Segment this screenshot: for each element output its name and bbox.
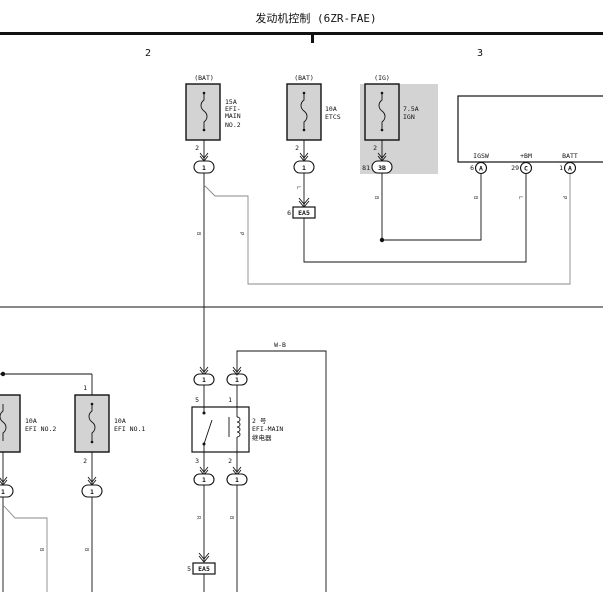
ecm-conn-bm-label: C [524,165,528,173]
fuse-efi-no2 [0,394,21,453]
relay-label-2: EFI-MAIN [252,425,283,433]
fuse-ign-supply: (IG) [374,74,390,82]
ecm-conn-batt [563,161,577,175]
fuse-etcs-label-1: 10A [325,105,337,113]
fuse-efi-main-no2-label-2: EFI- [225,105,241,113]
header-rule-tick [311,35,314,43]
relay-pin-1: 1 [228,396,232,404]
wire-label-b-4: B [38,548,44,552]
connector-efi-main-no2-label: 1 [202,164,206,172]
wire-efi-no2-gray [2,504,48,592]
ecm-pin-igsw-name: IGSW [473,152,489,160]
fuse-ign-label-1: 7.5A [403,105,419,113]
relay-label-3: 继电器 [252,433,272,442]
fuse-efi-no1-label-1: 10A [114,417,126,425]
wire-label-b-2: B [373,196,379,200]
connector-efi-no1-label: 1 [90,488,94,496]
wire-wb-relay-coil [236,350,327,592]
connector-ea5-top-pin: 6 [287,209,291,217]
connector-ea5-top-label: EA5 [298,209,310,217]
ecm-conn-batt-label: A [568,165,572,173]
wire-label-p-1: P [238,232,244,236]
section-number-2: 2 [145,48,151,59]
ecm-pin-batt-num: 1 [559,164,563,172]
relay-pin-3: 3 [195,457,199,465]
wire-label-r: R [195,516,201,520]
fuse-ign-icon [378,93,386,130]
ecm-conn-bm [519,161,533,175]
fuse-efi-main-no2-supply: (BAT) [194,74,214,82]
fuse-efi-no2-icon [0,404,7,441]
fuse-efi-no1-icon [88,404,96,441]
fuse-ign-pin: 2 [373,144,377,152]
relay-bottom-left-connector-label: 1 [202,476,206,484]
arrow-down-icon [198,552,210,563]
wire-label-b-1: B [195,232,201,236]
fuse-etcs-pin: 2 [295,144,299,152]
connector-efi-no2-label: 1 [1,488,5,496]
connector-ign-pin: 81 [362,164,370,172]
wire-label-b-3: B [472,196,478,200]
fuse-ign-label-2: IGN [403,113,415,121]
splice-point [379,237,385,243]
section-number-3: 3 [477,48,483,59]
relay-label-1: 2 号 [252,417,267,425]
fuse-etcs-supply: (BAT) [294,74,314,82]
relay-efi-main-no2 [191,406,250,453]
ecm-conn-igsw-label: A [479,165,483,173]
fuse-efi-no2-label-2: EFI NO.2 [25,425,56,433]
fuse-efi-no1-pin-top: 1 [83,384,87,392]
fuse-etcs-icon [300,93,308,130]
connector-ea5-bottom-pin: 5 [187,565,191,573]
page-title: 发动机控制 (6ZR-FAE) [255,11,376,25]
relay-pin-5: 5 [195,396,199,404]
ecm-box [457,95,603,163]
relay-bottom-right-connector-label: 1 [235,476,239,484]
wire-label-l-1: L [295,186,301,190]
wire-ign-to-igsw [381,173,482,241]
arrow-down-icon [232,366,242,376]
wire-etcs-to-bm [303,174,527,263]
fuse-efi-no2-label-1: 10A [25,417,37,425]
ecm-pin-bm-name: +BM [520,152,532,160]
wire-label-l-2: L [517,196,523,200]
wire-label-wb: W-B [274,341,286,349]
fuse-efi-no1-label-2: EFI NO.1 [114,425,145,433]
connector-ign-label: 3B [378,164,386,172]
wire-efi-main-to-batt [203,174,571,285]
fuse-efi-main-no2-label-3: MAIN [225,112,241,120]
ecm-conn-igsw [474,161,488,175]
fuse-efi-main-no2-pin: 2 [195,144,199,152]
wire-label-p-2: P [561,196,567,200]
fuse-efi-main-no2-label-4: NO.2 [225,121,241,129]
fuse-efi-no1-pin: 2 [83,457,87,465]
header-rule [0,32,603,35]
wire-label-b-5: B [83,548,89,552]
relay-switch-contact [203,419,213,445]
relay-pin-2: 2 [228,457,232,465]
fuse-etcs-label-2: ETCS [325,113,341,121]
connector-etcs-label: 1 [302,164,306,172]
relay-top-left-connector-label: 1 [202,376,206,384]
ecm-pin-batt-name: BATT [562,152,578,160]
fuse-efi-main-no2-label-1: 15A [225,98,237,106]
relay-coil-icon [236,416,241,438]
ecm-pin-bm-num: 29 [511,164,519,172]
connector-ea5-bottom-label: EA5 [198,565,210,573]
arrow-down-icon [0,476,8,486]
wire-label-b-6: B [228,516,234,520]
relay-top-right-connector-label: 1 [235,376,239,384]
fuse-efi-main-no2-icon [200,93,208,130]
ecm-pin-igsw-num: 6 [470,164,474,172]
splice-point [0,371,6,377]
